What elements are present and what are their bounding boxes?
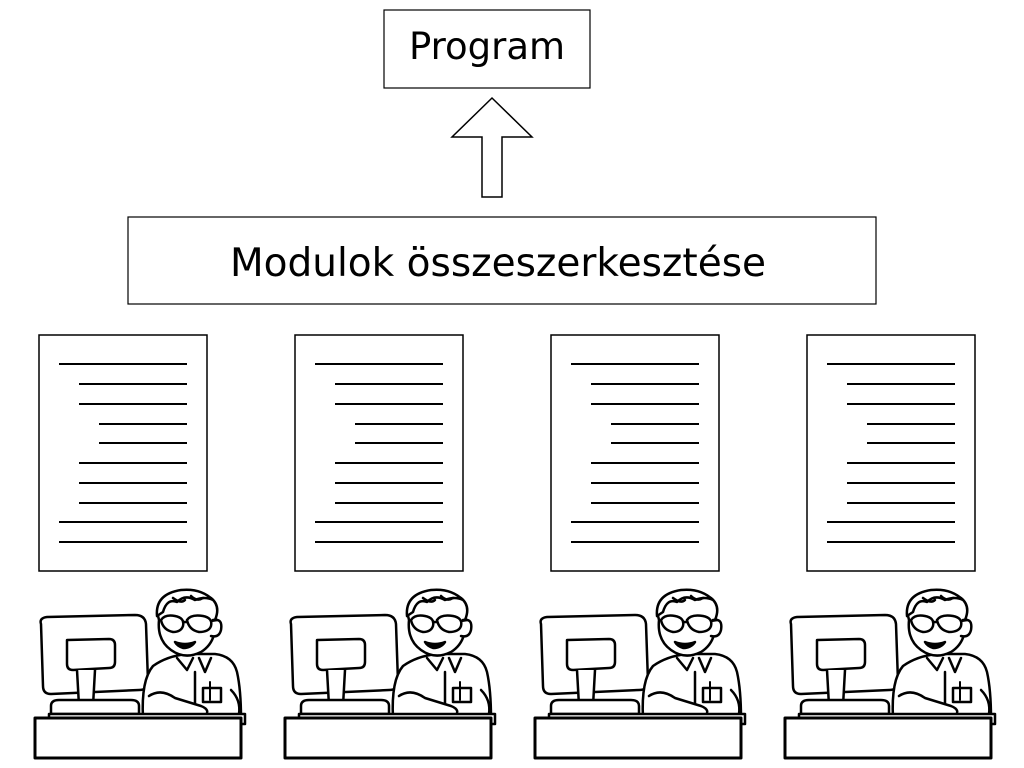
up-arrow-icon [450,96,534,198]
module-document-1 [38,334,208,572]
merge-modules-box: Modulok összeszerkesztése [127,216,877,305]
programmer-4 [783,588,997,760]
program-box: Program [383,9,591,89]
module-document-3 [550,334,720,572]
module-document-4 [806,334,976,572]
programmer-2 [283,588,497,760]
programmer-3 [533,588,747,760]
programmer-1 [33,588,247,760]
program-label: Program [409,25,565,68]
module-document-2 [294,334,464,572]
merge-modules-label: Modulok összeszerkesztése [230,241,766,286]
